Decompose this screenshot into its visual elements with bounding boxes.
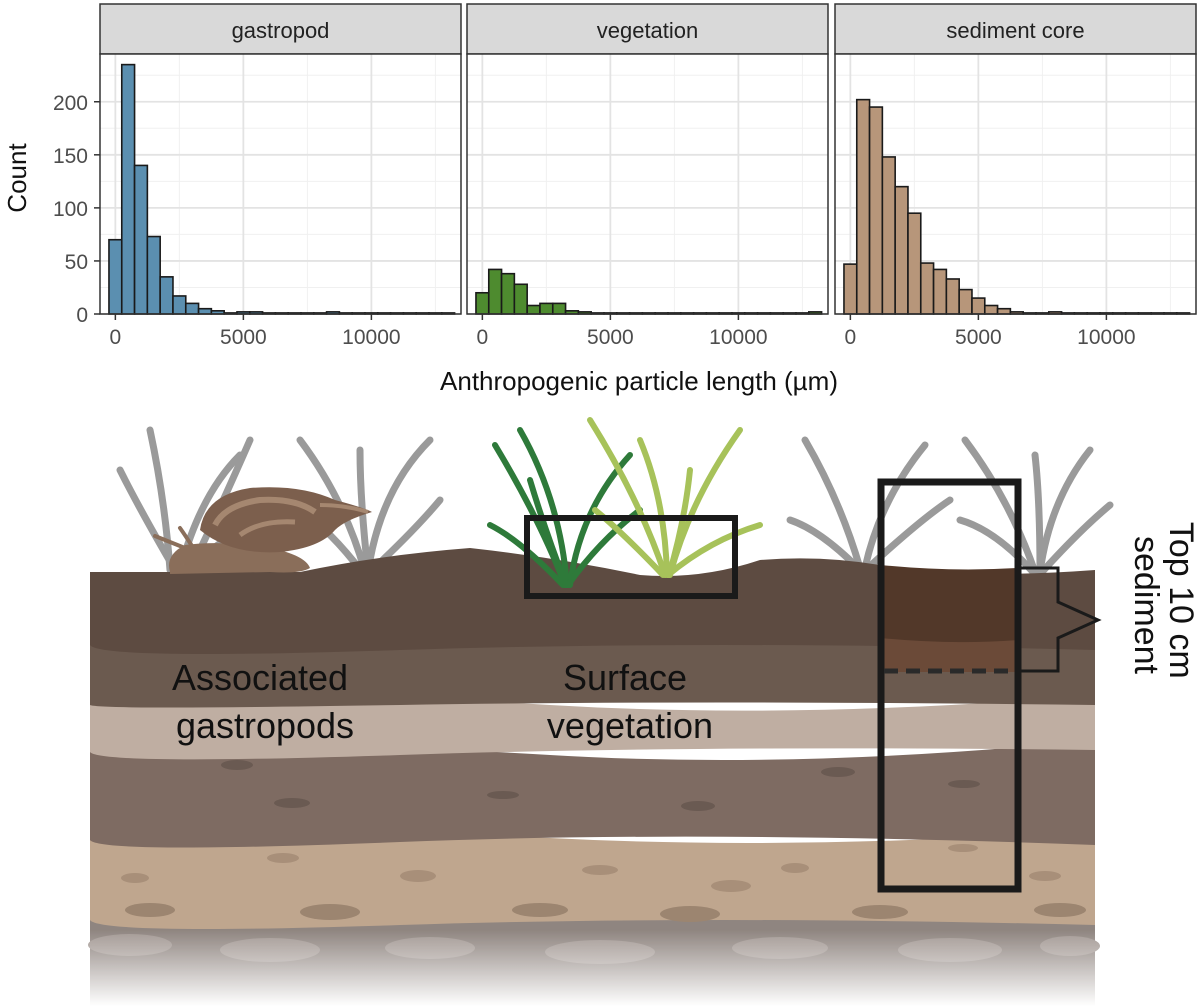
soil-illustration: Associated gastropods Surface vegetation… [85, 417, 1200, 1006]
label-sediment: Top 10 cm sediment [1127, 522, 1200, 688]
histogram-bar [500, 272, 516, 315]
soil-layer-top [90, 548, 1095, 654]
histogram-bar [513, 283, 528, 315]
histogram-bar [120, 63, 136, 315]
y-tick-label: 0 [76, 304, 88, 327]
label-vegetation: Surface vegetation [547, 657, 713, 746]
y-tick-label: 150 [53, 145, 88, 168]
bottom-fade [85, 930, 1100, 1006]
histogram-bar [855, 98, 871, 315]
vegetation-light-icon [587, 417, 763, 578]
histogram-bar [958, 288, 973, 315]
histogram-bar [159, 276, 174, 315]
histogram-bar [133, 164, 149, 315]
vegetation-sample-box [524, 515, 738, 599]
x-axis-label: Anthropogenic particle length (µm) [440, 366, 838, 396]
histogram-bar [551, 302, 567, 315]
core-sediment-layer [881, 638, 1018, 672]
histogram-bar [843, 263, 858, 315]
snail-icon [153, 487, 372, 574]
x-tick-label: 0 [845, 326, 857, 349]
facet-strip [834, 3, 1197, 55]
facet-strip [466, 3, 829, 55]
facet-panel: vegetation 0 5000 10000 [466, 3, 829, 349]
panel-border [466, 53, 829, 315]
panel-border [99, 53, 462, 315]
histogram-bar [197, 307, 213, 315]
soil-layer-2 [90, 640, 1095, 708]
x-tick-label: 10000 [709, 326, 767, 349]
histogram-bar [881, 156, 896, 315]
facet-panel: gastropod 0 5000 10000 0 50 100 150 200 [53, 3, 462, 349]
histogram-bar [945, 278, 960, 315]
histogram-bar [172, 295, 187, 315]
soil-layer-mid [90, 740, 1095, 848]
y-tick-label: 200 [53, 92, 88, 115]
histogram-bar [919, 262, 935, 315]
histogram-bar [146, 235, 161, 315]
panel-border [834, 53, 1197, 315]
histogram-bar [971, 297, 986, 315]
histogram-bar [932, 268, 948, 315]
panel-background [467, 54, 828, 314]
facet-panel: sediment core 0 5000 10000 [834, 3, 1197, 349]
histogram-bar [526, 304, 541, 315]
sediment-core-box [877, 478, 1022, 893]
histogram-bar [184, 302, 200, 315]
histogram-bar [996, 307, 1012, 315]
histogram-bar [487, 268, 503, 315]
x-tick-label: 0 [110, 326, 122, 349]
facet-strip-label: sediment core [946, 18, 1084, 43]
x-tick-label: 0 [477, 326, 489, 349]
facet-strip-label: gastropod [232, 18, 330, 43]
facet-strip [99, 3, 462, 55]
grass-right [786, 436, 1114, 576]
y-tick-label: 100 [53, 198, 88, 221]
histogram-bar [907, 212, 922, 315]
y-axis-label: Count [2, 143, 32, 213]
facet-strip-label: vegetation [597, 18, 699, 43]
histogram-chart: gastropod 0 5000 10000 0 50 100 150 200 vegetatio… [2, 3, 1197, 396]
x-tick-label: 5000 [587, 326, 634, 349]
x-tick-label: 10000 [1077, 326, 1135, 349]
soil-layer-sand [90, 830, 1095, 929]
histogram-bar [539, 302, 554, 315]
soil-layer-light [90, 695, 1095, 760]
x-tick-label: 5000 [220, 326, 267, 349]
label-gastropods: Associated gastropods [172, 657, 358, 746]
histogram-bar [983, 304, 999, 315]
histogram-bar [475, 291, 490, 315]
x-tick-label: 5000 [955, 326, 1002, 349]
histogram-bar [868, 106, 884, 315]
x-tick-label: 10000 [342, 326, 400, 349]
histogram-bar [894, 185, 909, 315]
histogram-bar [108, 238, 123, 315]
depth-bracket [1020, 566, 1102, 673]
y-tick-label: 50 [65, 251, 88, 274]
